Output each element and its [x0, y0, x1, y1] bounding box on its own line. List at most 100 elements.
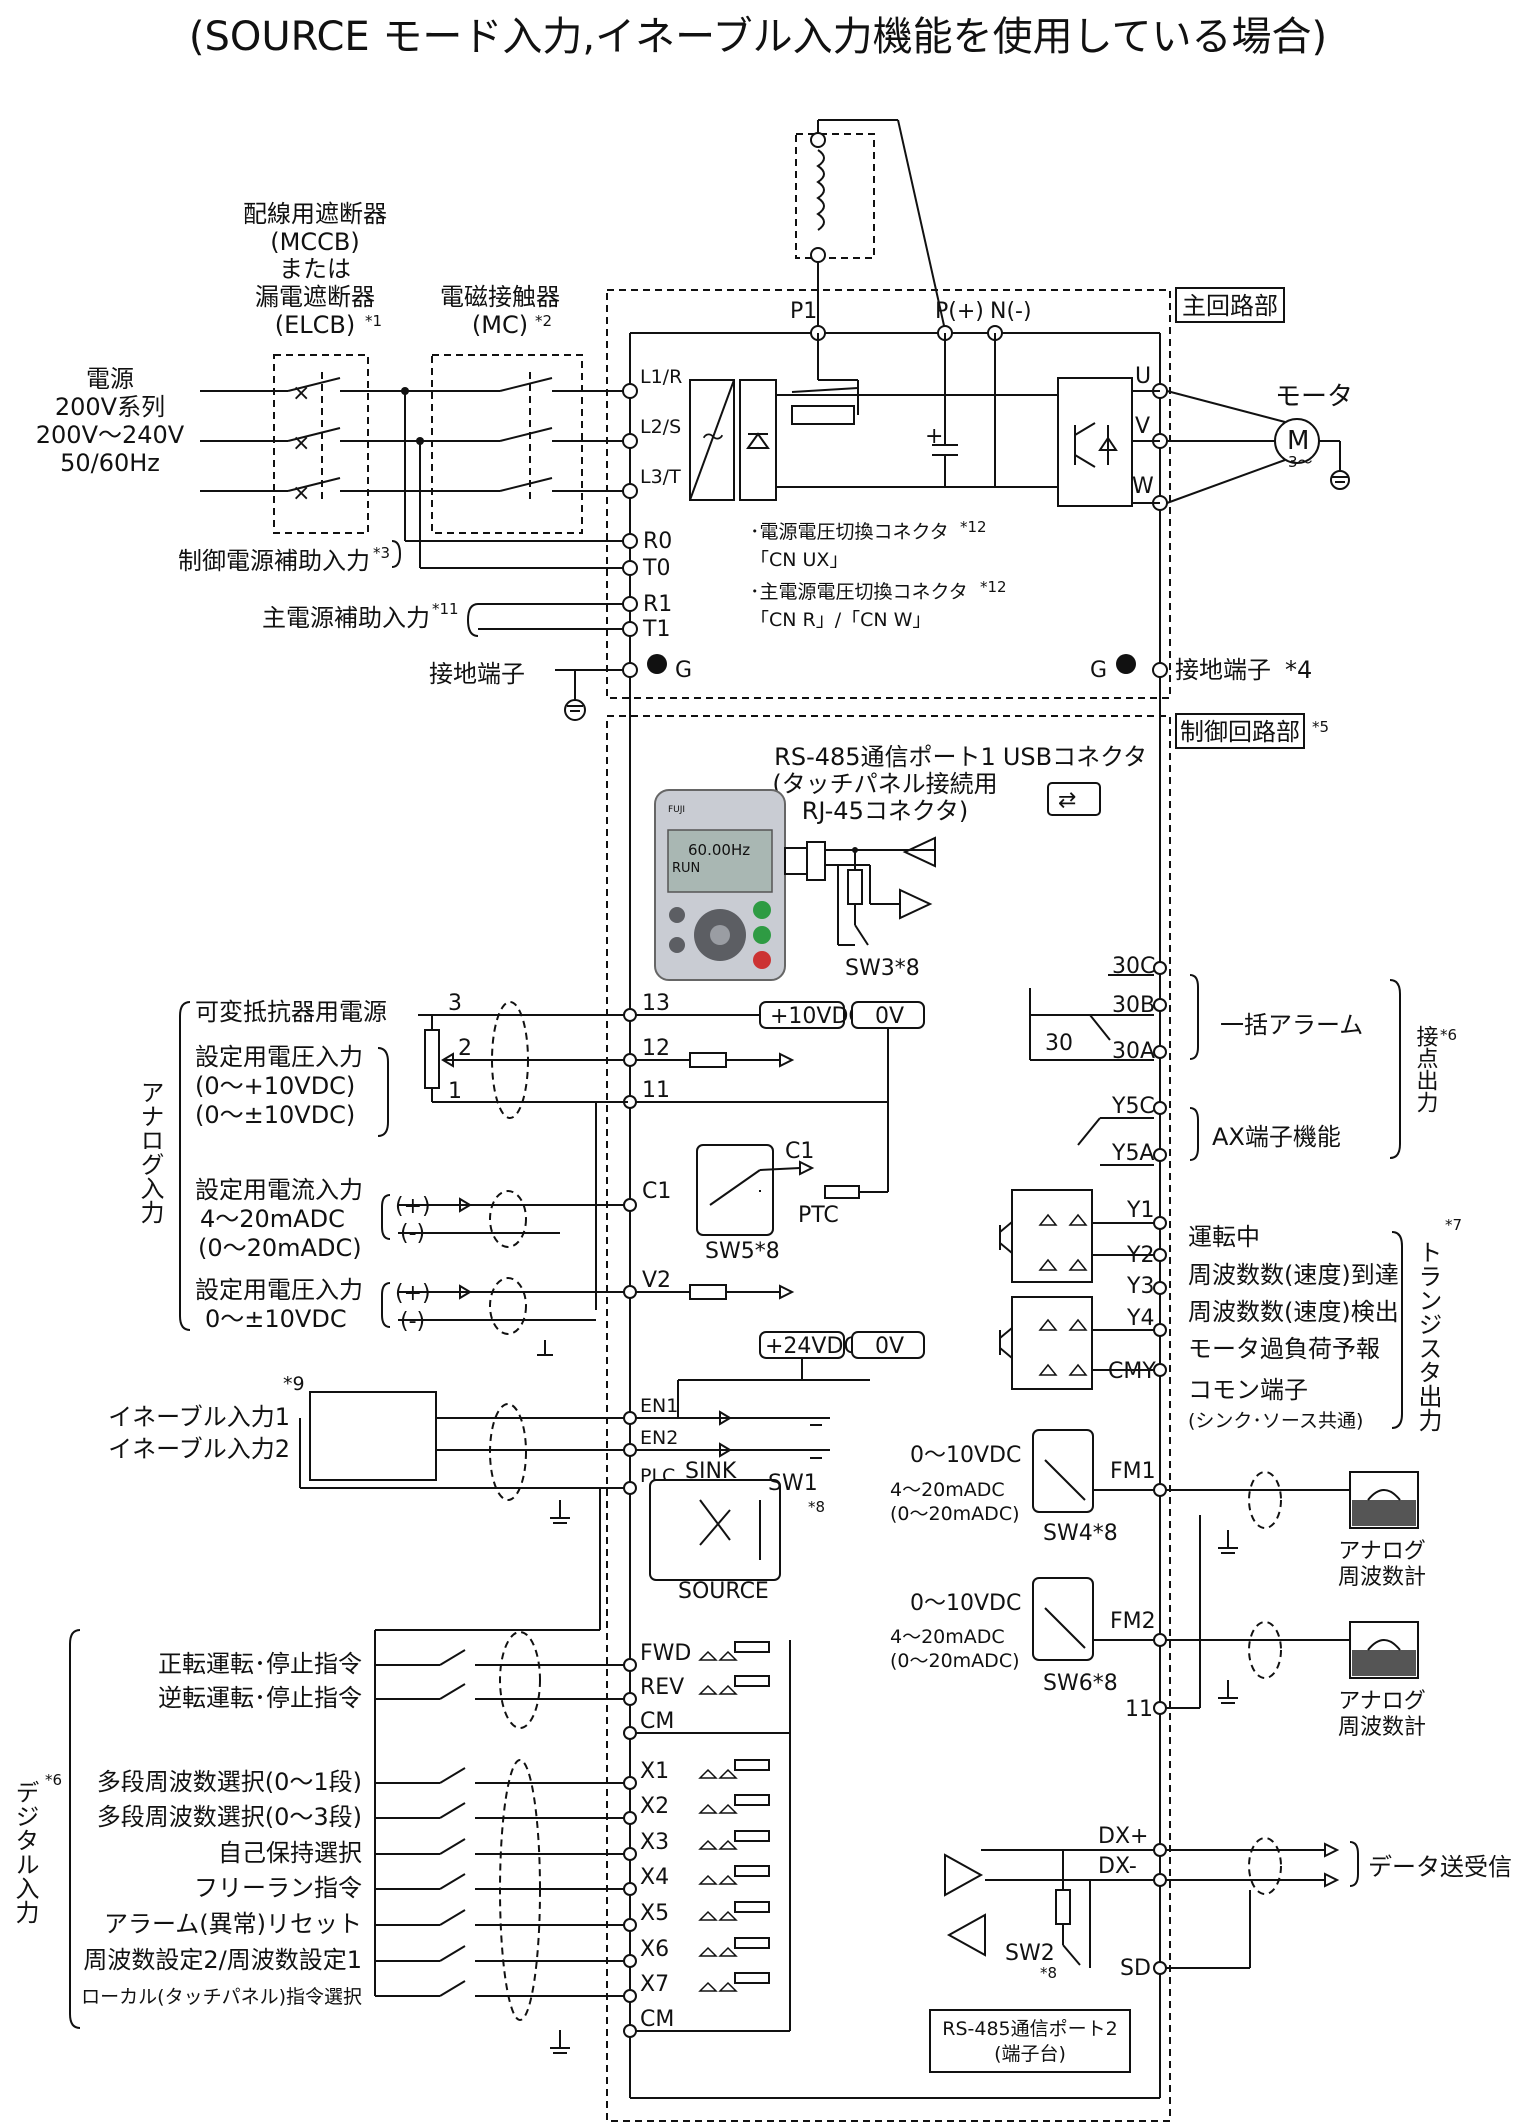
diode-block [739, 379, 777, 501]
pot-power-label: 可変抵抗器用電源 [195, 998, 387, 1026]
digital-x2-label: 多段周波数選択(0～3段) [97, 1803, 362, 1831]
terminal-cmy: CMY [1108, 1359, 1156, 1384]
terminal-dx-plus: DX+ [1098, 1824, 1148, 1849]
power-label-3: 200V～240V [36, 421, 185, 449]
terminal-sd: SD [1120, 1956, 1151, 1981]
terminal-u: U [1135, 364, 1151, 389]
v-in-brace [377, 1047, 389, 1137]
contactor-label-2: (MC) [472, 311, 528, 339]
sw6-label: SW6*8 [1043, 1671, 1118, 1696]
v2-label-2: 0～±10VDC [205, 1305, 347, 1333]
rs485-port2-box [929, 2009, 1131, 2073]
sw2-note: *8 [1040, 1964, 1057, 1982]
fm2-range-3: (0～20mADC) [890, 1650, 1020, 1672]
fm1-range-2: 4～20mADC [890, 1479, 1005, 1501]
keypad-frequency: 60.00Hz [688, 841, 750, 859]
digital-fwd-label: 正転運転･停止指令 [158, 1650, 362, 1678]
terminal-y5a: Y5A [1111, 1141, 1155, 1166]
rs485-port2-label-1: RS-485通信ポート2 [942, 2018, 1117, 2040]
sw4-box[interactable] [1032, 1429, 1094, 1513]
transistor-desc-2: 周波数数(速度)到達 [1188, 1261, 1399, 1289]
i-in-label-3: (0～20mADC) [198, 1234, 362, 1262]
transistor-desc-6: (シンク･ソース共通) [1188, 1410, 1363, 1432]
rs485-port1-driver-top [902, 836, 936, 868]
ground-terminal-right-label: 接地端子 [1175, 656, 1271, 684]
svg-text:×: × [292, 481, 310, 506]
enable-note: *9 [283, 1373, 305, 1395]
terminal-p1: P1 [790, 299, 817, 324]
sw6-box[interactable] [1032, 1577, 1094, 1661]
terminal-w: W [1132, 474, 1154, 499]
main-circuit-tag [1175, 287, 1285, 323]
i-in-label-1: 設定用電流入力 [195, 1176, 363, 1204]
breaker-box [273, 354, 369, 534]
rs485-port2-label-2: (端子台) [994, 2043, 1066, 2065]
usb-icon[interactable] [1047, 782, 1101, 816]
terminal-v2: V2 [642, 1268, 671, 1293]
motor-phase: 3～ [1288, 453, 1313, 471]
control-circuit-tag [1175, 713, 1305, 749]
meter-1-label-1: アナログ [1338, 1539, 1426, 1564]
terminal-dx-minus: DX- [1098, 1854, 1137, 1879]
motor-symbol: M [1287, 426, 1309, 456]
terminal-n-minus: N(-) [990, 299, 1032, 324]
connector-note-a1-ref: *12 [960, 518, 987, 536]
terminal-x3: X3 [640, 1830, 669, 1855]
power-label-2: 200V系列 [55, 393, 165, 421]
source-label: SOURCE [678, 1579, 769, 1604]
transistor-output-label: トランジスタ出力 [1414, 1240, 1442, 1432]
sw5-box[interactable] [696, 1144, 774, 1236]
sw2-resistor [1055, 1889, 1071, 1925]
dc-reactor-box [795, 133, 875, 259]
connector-note-b2: 「CN R」/「CN W」 [750, 609, 931, 631]
sw3-label: SW3*8 [845, 956, 920, 981]
ground-terminal-left-label: 接地端子 [429, 660, 525, 688]
sw4-label: SW4*8 [1043, 1521, 1118, 1546]
alarm-brace [1189, 974, 1199, 1060]
analog-input-brace [179, 1001, 191, 1331]
contactor-label-1: 電磁接触器 [440, 283, 560, 311]
terminal-c1: C1 [642, 1179, 671, 1204]
terminal-g-left: G [675, 658, 692, 683]
transistor-block-1 [1011, 1189, 1093, 1283]
ax-brace [1189, 1107, 1199, 1161]
shield-c1 [489, 1190, 527, 1248]
transistor-brace [1391, 1231, 1403, 1429]
alarm-label: 一括アラーム [1220, 1011, 1363, 1039]
ptc-label: PTC [798, 1203, 839, 1228]
connector-note-b1-ref: *12 [980, 578, 1007, 596]
terminal-y1: Y1 [1126, 1198, 1154, 1223]
terminal-l1r: L1/R [640, 366, 682, 388]
digital-x3-label: 自己保持選択 [218, 1839, 362, 1867]
main-circuit-label: 主回路部 [1182, 292, 1278, 320]
pot-pin-2: 2 [458, 1036, 472, 1061]
terminal-t0: T0 [642, 556, 670, 581]
control-grounds [550, 1500, 1238, 2054]
sw1-label: SW1 [768, 1471, 818, 1496]
ground-symbol-left [647, 654, 667, 674]
fm1-range-1: 0～10VDC [910, 1443, 1021, 1468]
enable-input-2-label: イネーブル入力2 [108, 1435, 290, 1463]
shield-fm2 [1248, 1621, 1282, 1679]
sw1-box[interactable] [649, 1479, 781, 1581]
enable-input-1-label: イネーブル入力1 [108, 1403, 290, 1431]
breaker-label-1: 配線用遮断器 [243, 200, 387, 228]
supply-24vdc-label: +24VDC [765, 1334, 859, 1359]
shield-fm1 [1248, 1471, 1282, 1529]
connector-note-a1: ･電源電圧切換コネクタ [750, 521, 949, 543]
data-brace [1349, 1841, 1359, 1887]
data-tx-rx-label: データ送受信 [1368, 1853, 1512, 1881]
diagram-title: (SOURCE モード入力,イネーブル入力機能を使用している場合) [189, 14, 1327, 60]
v2-label-1: 設定用電圧入力 [195, 1276, 363, 1304]
digital-rev-label: 逆転運転･停止指令 [158, 1684, 362, 1712]
c1-plus: (+) [395, 1194, 431, 1219]
touch-panel-keypad[interactable]: 60.00Hz RUN FUJI [654, 789, 786, 981]
v-in-label-1: 設定用電圧入力 [195, 1043, 363, 1071]
sw1-note: *8 [808, 1498, 825, 1516]
digital-x5-label: アラーム(異常)リセット [104, 1910, 362, 1938]
terminal-12: 12 [642, 1036, 670, 1061]
digital-input-brace [69, 1629, 81, 2029]
breaker-label-4: 漏電遮断器 [255, 283, 375, 311]
control-circuit-label: 制御回路部 [1180, 718, 1300, 746]
